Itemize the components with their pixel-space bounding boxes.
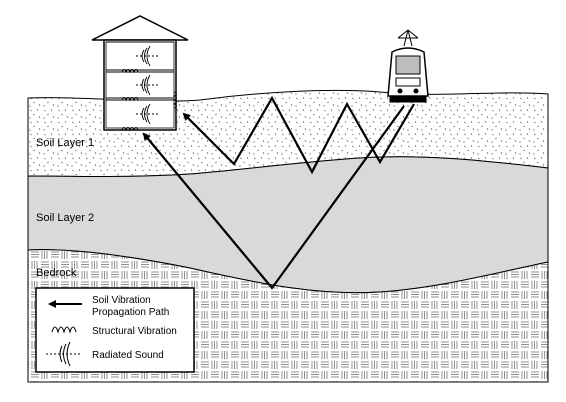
tram <box>387 29 429 103</box>
label-soil-layer-1: Soil Layer 1 <box>36 137 94 149</box>
propagation-paths <box>142 95 415 290</box>
legend-label-radiated: Radiated Sound <box>92 350 164 361</box>
surface-zigzag-path <box>182 95 415 175</box>
tram-bogie <box>389 95 427 103</box>
label-soil-layer-2: Soil Layer 2 <box>36 212 94 224</box>
legend-label-propagation-2: Propagation Path <box>92 307 169 318</box>
tram-window <box>395 55 421 75</box>
house <box>91 15 189 132</box>
house-wall <box>103 39 177 131</box>
legend-box <box>35 287 195 373</box>
wave-coil-icon <box>51 326 77 334</box>
legend: Soil Vibration Propagation Path Structur… <box>35 287 195 373</box>
label-bedrock: Bedrock <box>36 267 77 279</box>
legend-label-propagation-1: Soil Vibration <box>92 295 151 306</box>
legend-label-structural: Structural Vibration <box>92 326 177 337</box>
radiated-sound-icon <box>46 341 82 367</box>
radiated-sound-rooms <box>136 45 160 125</box>
structural-vibration-coils <box>121 69 177 132</box>
deep-reflection-path <box>142 105 405 290</box>
